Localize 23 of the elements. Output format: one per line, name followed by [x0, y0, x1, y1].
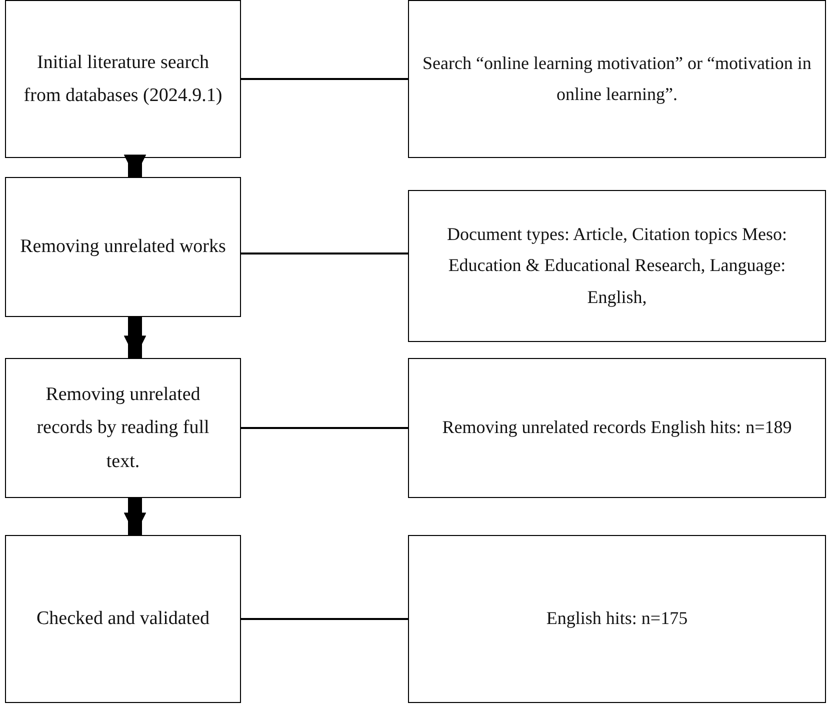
box-text: Search “online learning motivation” or “motivation in online learning”. [422, 52, 812, 106]
connector-line [241, 252, 408, 254]
process-box [5, 358, 241, 498]
process-box [408, 0, 826, 158]
box-text: Removing unrelated records by reading full text. [36, 383, 210, 474]
process-box [408, 358, 826, 498]
box-text: Removing unrelated records English hits: n=189 [442, 416, 792, 440]
process-box [5, 177, 241, 317]
process-box [408, 535, 826, 703]
process-box [408, 190, 826, 342]
process-box [5, 0, 241, 158]
block-arrow [124, 498, 146, 535]
box-text: Initial literature search from databases (2024.9.1) [22, 50, 224, 108]
box-text: Checked and validated [36, 607, 210, 632]
process-box [5, 535, 241, 703]
block-arrow [124, 154, 146, 177]
box-text: Removing unrelated works [20, 235, 226, 260]
connector-line [241, 618, 408, 620]
block-arrow [124, 317, 146, 358]
connector-line [241, 78, 408, 80]
box-text: English hits: n=175 [546, 607, 688, 630]
box-text: Document types: Article, Citation topics Meso: Education & Educational Research, Language: English, [446, 222, 788, 309]
connector-line [241, 427, 408, 429]
